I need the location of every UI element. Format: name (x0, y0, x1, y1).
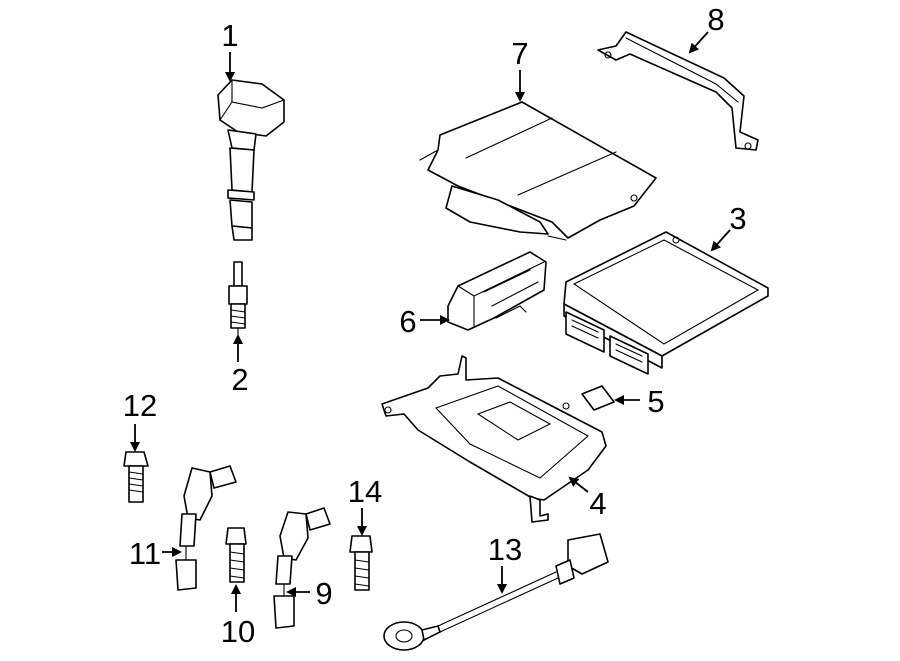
leader-8 (688, 31, 709, 54)
callout-11: 11 (129, 536, 161, 571)
callout-labels: 1 2 3 4 5 6 7 8 9 10 11 12 13 14 (123, 2, 747, 649)
crankshaft-sensor (175, 465, 237, 591)
callout-1: 1 (221, 18, 238, 53)
leader-3 (710, 229, 731, 252)
callout-14: 14 (348, 474, 382, 509)
bolt-10 (225, 527, 247, 583)
knock-sensor (383, 533, 609, 651)
callout-2: 2 (231, 362, 248, 397)
callout-7: 7 (511, 36, 528, 71)
callout-5: 5 (647, 384, 664, 419)
leader-4 (568, 476, 589, 493)
ecu-cover (419, 101, 657, 241)
callout-9: 9 (315, 576, 332, 611)
callout-13: 13 (488, 532, 522, 567)
relay-holder (447, 251, 547, 331)
bolt-14 (349, 535, 373, 591)
module-tray (381, 355, 607, 523)
bolt-12 (123, 451, 149, 503)
spark-plug (228, 261, 248, 337)
callout-10: 10 (221, 614, 255, 649)
callout-3: 3 (729, 201, 746, 236)
leader-lines (130, 31, 731, 612)
engine-control-module (563, 231, 769, 375)
ignition-coil (217, 79, 285, 241)
callout-12: 12 (123, 388, 157, 423)
callout-6: 6 (399, 304, 416, 339)
mounting-bracket (597, 31, 759, 151)
callout-8: 8 (707, 2, 724, 37)
callout-4: 4 (589, 486, 606, 521)
thermal-pad (581, 385, 615, 411)
